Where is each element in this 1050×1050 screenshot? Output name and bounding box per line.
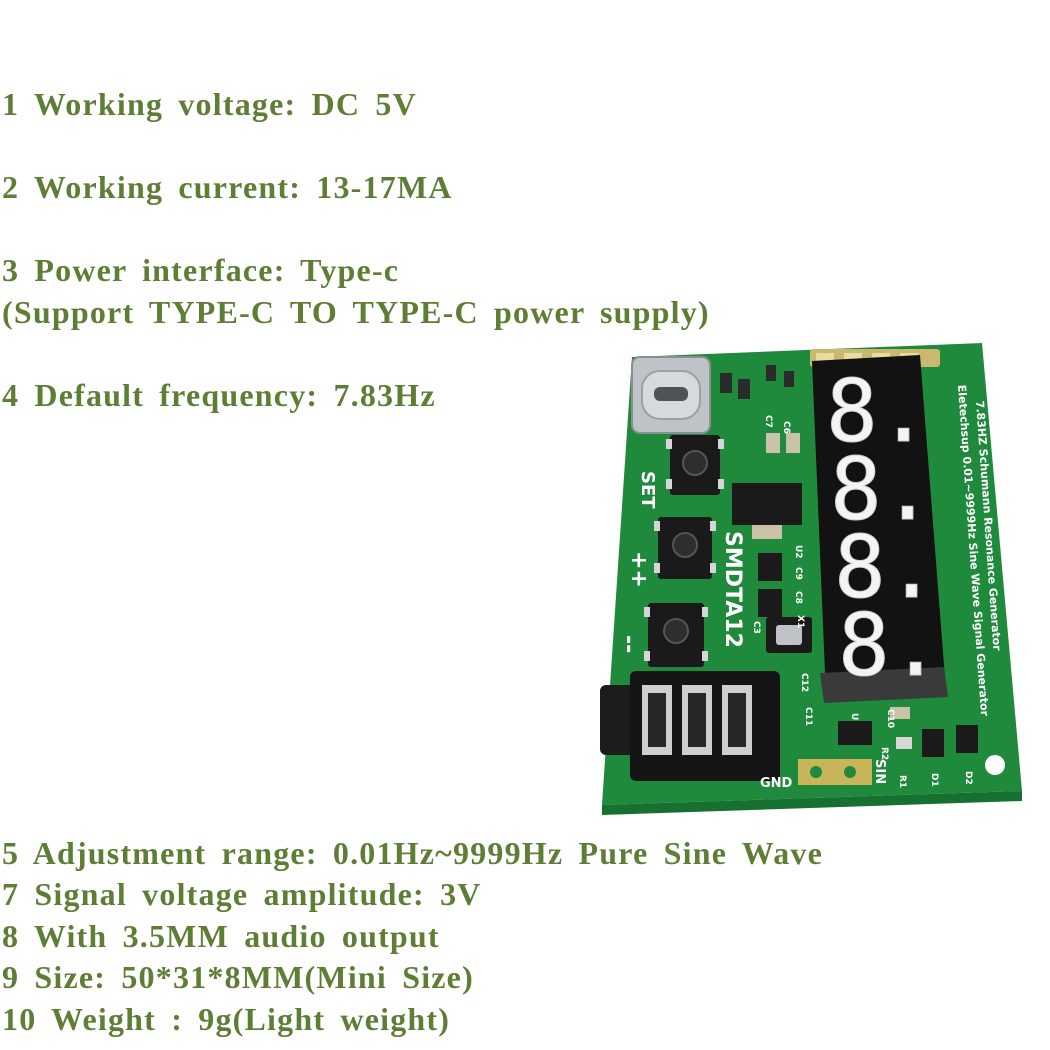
silk-ref-c3: C3 xyxy=(751,621,761,634)
pcb-board-photo: 8.8.8.8. xyxy=(570,335,1040,815)
display-digits: 8.8.8.8. xyxy=(826,362,943,697)
silk-ref-c7: C7 xyxy=(763,415,773,428)
spec-default-frequency: 4 Default frequency: 7.83Hz xyxy=(2,377,436,413)
usb-type-c-connector xyxy=(631,356,711,434)
audio-jack-3-5mm xyxy=(600,671,780,781)
pcb-board-edge xyxy=(602,791,1022,815)
silk-ref-d1: D1 xyxy=(929,773,939,787)
spec-working-current: 2 Working current: 13-17MA xyxy=(2,169,453,205)
silk-minus-label: -- xyxy=(616,635,641,653)
spec-working-voltage: 1 Working voltage: DC 5V xyxy=(2,86,417,122)
silk-ref-r1: R1 xyxy=(897,775,907,788)
spec-size: 9 Size: 50*31*8MM(Mini Size) xyxy=(2,959,474,995)
spec-audio-output: 8 With 3.5MM audio output xyxy=(2,918,440,954)
mounting-holes xyxy=(985,385,1012,775)
spec-adjustment-range: 5 Adjustment range: 0.01Hz~9999Hz Pure S… xyxy=(2,835,824,871)
display-digit: 8. xyxy=(834,518,938,618)
silk-ref-c10: C10 xyxy=(885,709,895,728)
regulator-ic xyxy=(732,483,802,525)
spec-signal-amplitude: 7 Signal voltage amplitude: 3V xyxy=(2,876,482,912)
seven-segment-display xyxy=(812,355,948,703)
spec-weight: 10 Weight : 9g(Light weight) xyxy=(2,1001,451,1037)
silk-ref-x1: X1 xyxy=(795,615,805,628)
silk-ref-r2: R2 xyxy=(879,747,889,760)
silk-model-label: SMDTA12 xyxy=(720,531,745,648)
spec-power-interface: 3 Power interface: Type-c xyxy=(2,252,400,288)
display-digit: 8. xyxy=(838,596,942,696)
set-button xyxy=(666,435,724,495)
display-digit: 8. xyxy=(830,440,934,540)
display-digit: 8. xyxy=(826,362,930,462)
silk-ref-c11: C11 xyxy=(803,707,813,726)
minus-button xyxy=(644,603,708,667)
silk-ref-u: U xyxy=(849,713,859,720)
silk-ref-c6: C6 xyxy=(781,421,791,434)
plus-button xyxy=(654,517,716,579)
silk-sin-label: SIN xyxy=(872,759,887,784)
silk-ref-u2: U2 xyxy=(793,545,803,559)
silk-plus-label: ++ xyxy=(626,551,651,588)
silk-ref-d2: D2 xyxy=(963,771,973,785)
silk-ref-c12: C12 xyxy=(799,673,809,692)
silk-gnd-label: GND xyxy=(760,776,793,791)
spec-power-interface-note: (Support TYPE-C TO TYPE-C power supply) xyxy=(2,294,710,330)
silk-ref-c9: C9 xyxy=(793,567,803,580)
silk-ref-c8: C8 xyxy=(793,591,803,604)
silk-set-label: SET xyxy=(637,471,658,509)
smd-components-bottom xyxy=(838,707,978,757)
gnd-sin-pads xyxy=(798,759,872,785)
smd-components-top xyxy=(720,365,800,453)
